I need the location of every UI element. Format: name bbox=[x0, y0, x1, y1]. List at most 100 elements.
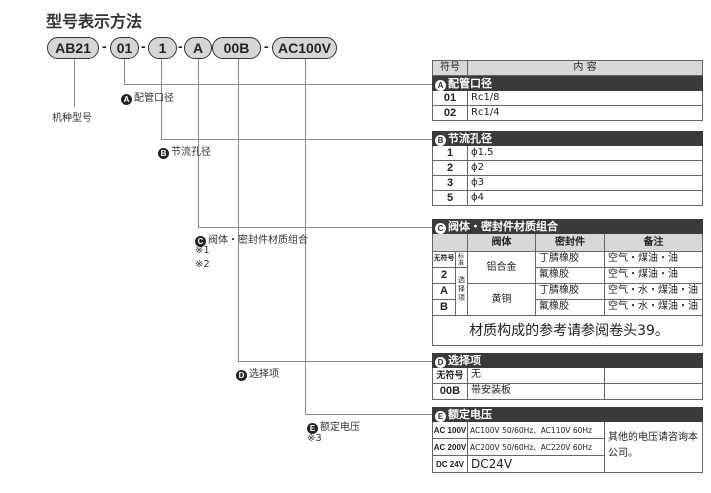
code-cell: 无符号 bbox=[432, 252, 456, 268]
leader-line bbox=[305, 414, 432, 415]
standard-label: 标准 bbox=[456, 252, 468, 268]
seal-cell: 丁腈橡胶 bbox=[536, 252, 605, 268]
separator: - bbox=[264, 38, 269, 54]
page-title: 型号表示方法 bbox=[46, 12, 143, 31]
footnote: 材质构成的参考请参阅卷头39。 bbox=[432, 316, 703, 346]
note-cell: 空气・水・煤油・油 bbox=[605, 300, 703, 316]
leader-line bbox=[74, 59, 75, 107]
circle-b-icon: B bbox=[435, 135, 446, 146]
value-cell: AC100V 50/60Hz、AC110V 60Hz bbox=[468, 422, 605, 439]
model-part-b: 1 bbox=[148, 37, 177, 59]
note: ※2 bbox=[195, 259, 210, 270]
section-title: 额定电压 bbox=[448, 408, 492, 421]
note-cell: 空气・水・煤油・油 bbox=[605, 284, 703, 300]
section-title: 节流孔径 bbox=[448, 132, 492, 145]
label-text: 阀体・密封件材质组合 bbox=[208, 235, 308, 246]
code-cell: DC 24V bbox=[432, 456, 468, 473]
leader-line bbox=[198, 227, 432, 228]
code-cell: 2 bbox=[432, 268, 456, 284]
value-cell: ϕ2 bbox=[468, 161, 703, 176]
circle-a-icon: A bbox=[435, 80, 446, 91]
code-cell: AC 200V bbox=[432, 439, 468, 456]
model-part-e: AC100V bbox=[272, 37, 337, 59]
circle-d-icon: D bbox=[236, 370, 247, 381]
section-title: 阀体・密封件材质组合 bbox=[448, 220, 558, 233]
code-cell: 5 bbox=[432, 191, 468, 206]
model-part-c: A bbox=[184, 37, 212, 59]
separator: - bbox=[102, 38, 107, 54]
circle-a-icon: A bbox=[121, 94, 132, 105]
note-cell: 空气・煤油・油 bbox=[605, 252, 703, 268]
value-cell: Rc1/8 bbox=[468, 91, 703, 106]
label-text: 节流孔径 bbox=[171, 147, 211, 158]
seal-cell: 氟橡胶 bbox=[536, 300, 605, 316]
value-cell: 带安装板 bbox=[468, 384, 605, 400]
circle-c-icon: C bbox=[195, 236, 206, 247]
leader-line bbox=[161, 139, 432, 140]
value-cell: ϕ3 bbox=[468, 176, 703, 191]
header-symbol: 符号 bbox=[432, 60, 468, 76]
header-body: 阀体 bbox=[468, 234, 536, 252]
model-part-ab21: AB21 bbox=[47, 37, 99, 59]
value-cell: ϕ1.5 bbox=[468, 146, 703, 161]
header-content: 内 容 bbox=[468, 60, 703, 76]
code-cell: B bbox=[432, 300, 456, 316]
note-cell: 空气・煤油・油 bbox=[605, 268, 703, 284]
seal-cell: 氟橡胶 bbox=[536, 268, 605, 284]
circle-e-icon: E bbox=[307, 423, 318, 434]
label-text: 选择项 bbox=[249, 369, 279, 380]
note: ※3 bbox=[307, 433, 322, 444]
leader-line bbox=[198, 59, 199, 227]
label-model-type: 机种型号 bbox=[52, 113, 92, 124]
leader-line bbox=[305, 59, 306, 414]
separator: - bbox=[178, 38, 183, 54]
circle-c-icon: C bbox=[435, 223, 446, 234]
value-cell: Rc1/4 bbox=[468, 106, 703, 121]
code-cell: 02 bbox=[432, 106, 468, 121]
code-cell: 无符号 bbox=[432, 368, 468, 384]
circle-d-icon: D bbox=[435, 357, 446, 368]
code-cell: 00B bbox=[432, 384, 468, 400]
model-part-d: 00B bbox=[212, 37, 261, 59]
leader-line bbox=[124, 84, 432, 85]
code-cell: 3 bbox=[432, 176, 468, 191]
option-label: 选择项 bbox=[456, 268, 468, 316]
header-blank bbox=[432, 234, 468, 252]
label-text: 配管口径 bbox=[134, 93, 174, 104]
blank-cell bbox=[605, 384, 703, 400]
header-seal: 密封件 bbox=[536, 234, 605, 252]
blank-cell bbox=[605, 368, 703, 384]
separator: - bbox=[141, 38, 146, 54]
body-cell: 黄铜 bbox=[468, 284, 536, 316]
section-title: 选择项 bbox=[448, 354, 481, 367]
value-cell: DC24V bbox=[468, 456, 605, 473]
leader-line bbox=[124, 59, 125, 84]
code-cell: 1 bbox=[432, 146, 468, 161]
code-cell: 01 bbox=[432, 91, 468, 106]
code-cell: AC 100V bbox=[432, 422, 468, 439]
value-cell: ϕ4 bbox=[468, 191, 703, 206]
leader-line bbox=[238, 59, 239, 361]
seal-cell: 丁腈橡胶 bbox=[536, 284, 605, 300]
section-title: 配管口径 bbox=[448, 77, 492, 90]
model-part-a: 01 bbox=[110, 37, 139, 59]
header-note: 备注 bbox=[605, 234, 703, 252]
circle-e-icon: E bbox=[435, 411, 446, 422]
code-cell: 2 bbox=[432, 161, 468, 176]
body-cell: 铝合金 bbox=[468, 252, 536, 284]
label-text: 额定电压 bbox=[320, 422, 360, 433]
note: ※1 bbox=[195, 245, 210, 256]
value-cell: 无 bbox=[468, 368, 605, 384]
code-cell: A bbox=[432, 284, 456, 300]
circle-b-icon: B bbox=[158, 148, 169, 159]
